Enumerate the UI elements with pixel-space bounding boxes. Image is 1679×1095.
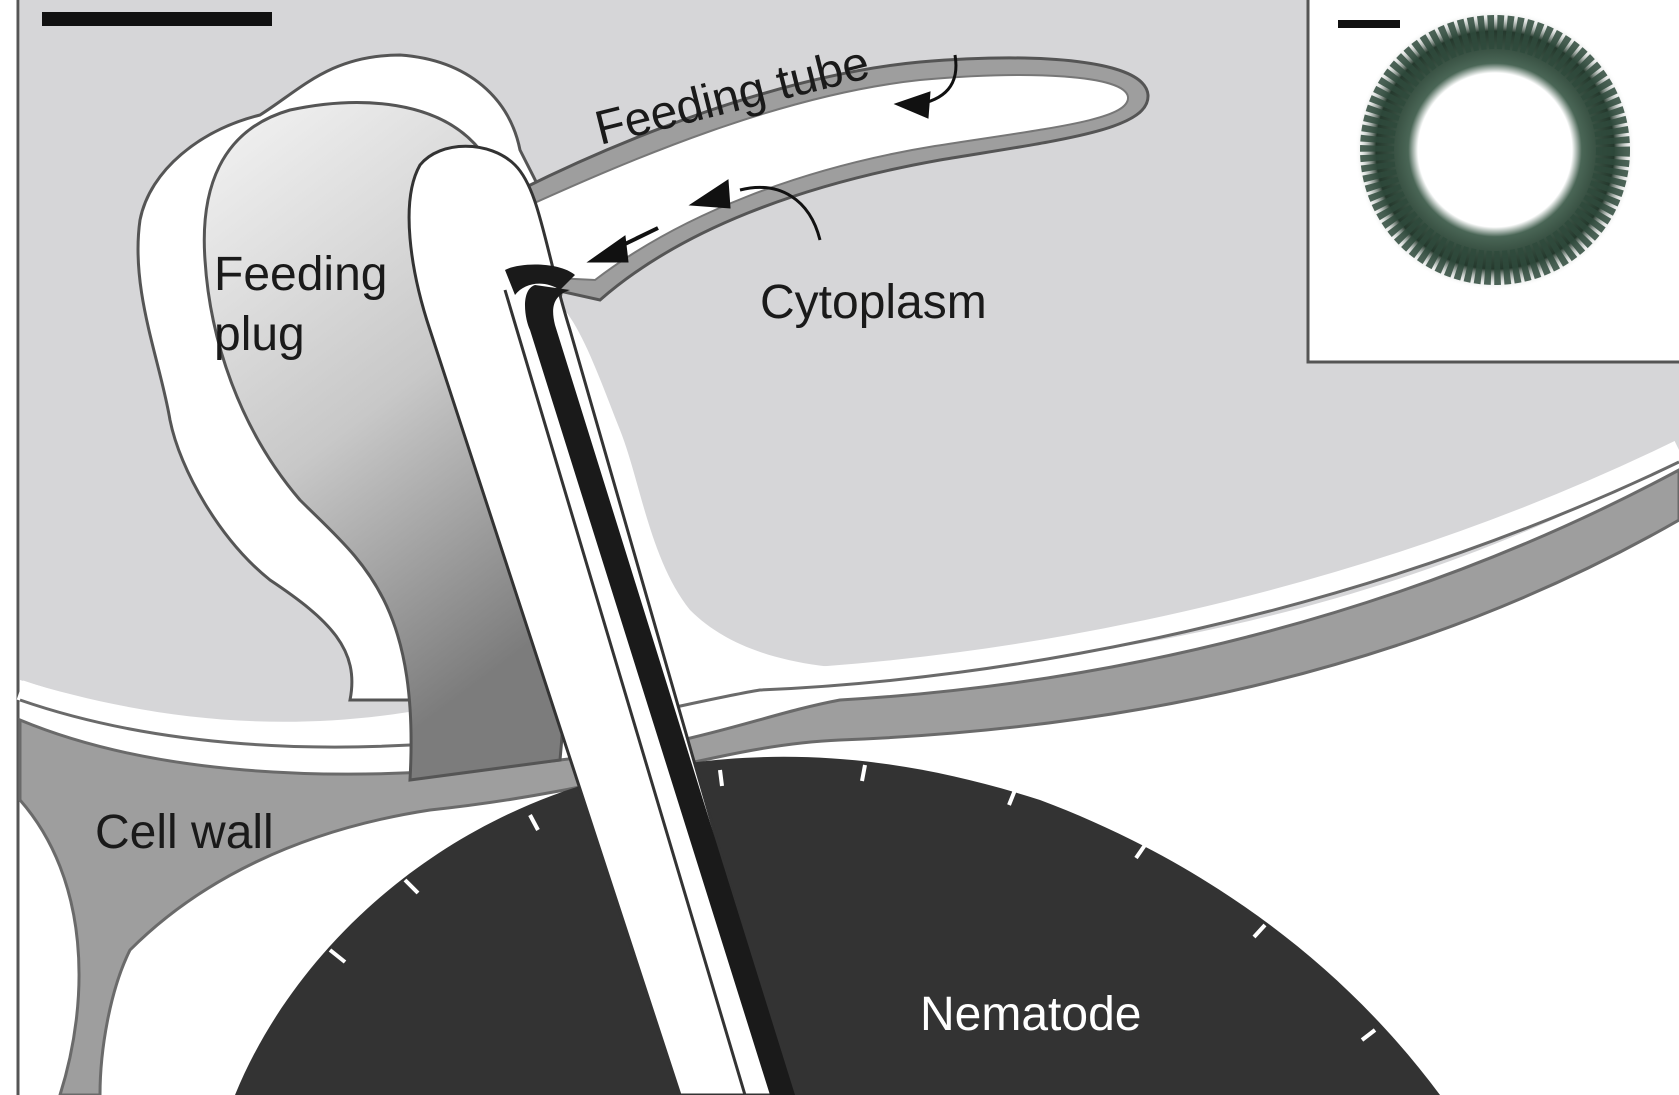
label-nematode: Nematode — [920, 988, 1141, 1041]
label-feeding-plug-line2: plug — [214, 308, 305, 361]
inset-scale-bar — [1338, 20, 1400, 28]
inset-ring — [1355, 10, 1635, 290]
inset-panel — [1308, 0, 1679, 362]
scale-bar — [42, 12, 272, 26]
label-cell-wall: Cell wall — [95, 806, 274, 859]
label-feeding-plug-line1: Feeding — [214, 248, 387, 301]
label-cytoplasm: Cytoplasm — [760, 276, 987, 329]
